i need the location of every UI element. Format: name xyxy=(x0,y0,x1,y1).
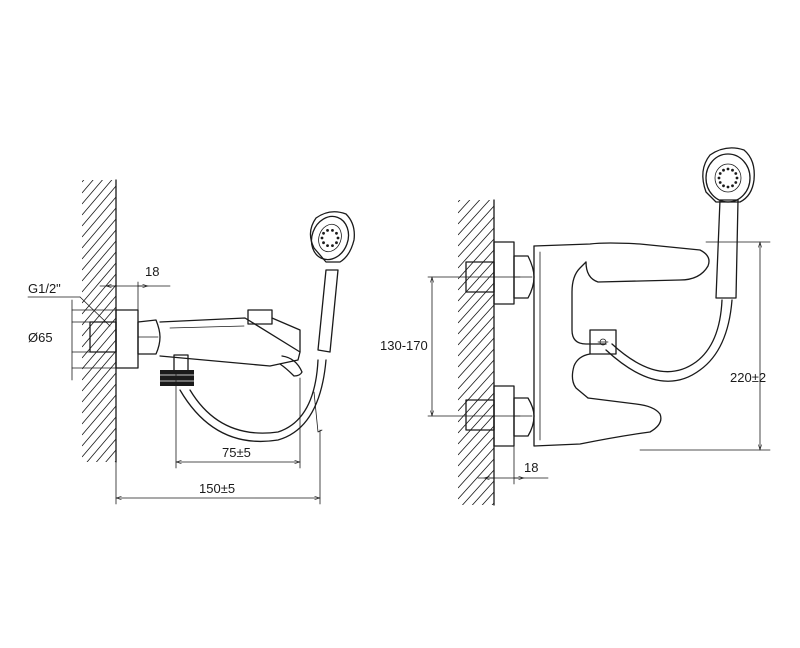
eccentric-connector xyxy=(89,309,161,369)
dim-spout: 75±5 xyxy=(175,371,301,469)
hand-shower-front xyxy=(702,147,755,299)
spout-nozzle xyxy=(160,370,194,386)
dim-height: 220±2 xyxy=(639,241,771,451)
label-offset-front: 18 xyxy=(524,460,538,475)
upper-connector xyxy=(465,241,535,305)
label-offset-side: 18 xyxy=(145,264,159,279)
shower-hose-side xyxy=(179,359,327,443)
dim-total-side: 150±5 xyxy=(115,429,321,505)
dim-thread: G1/2" xyxy=(27,281,111,327)
dim-offset-side: 18 xyxy=(99,264,171,311)
mixer-body-side xyxy=(159,309,303,377)
label-total-side: 150±5 xyxy=(199,481,235,496)
mixer-body-front xyxy=(533,242,710,447)
side-view: G1/2" Ø65 18 75±5 xyxy=(27,179,355,505)
label-diameter: Ø65 xyxy=(28,330,53,345)
label-spout: 75±5 xyxy=(222,445,251,460)
hand-shower-side xyxy=(309,211,355,353)
dim-diameter: Ø65 xyxy=(28,299,117,381)
wall-hatching-front xyxy=(458,199,495,506)
dim-centers: 130-170 xyxy=(380,276,521,417)
dim-offset-front: 18 xyxy=(477,445,549,485)
label-height: 220±2 xyxy=(730,370,766,385)
shower-hose-front xyxy=(605,299,733,382)
label-centers: 130-170 xyxy=(380,338,428,353)
label-thread: G1/2" xyxy=(28,281,61,296)
front-view: 130-170 220±2 18 xyxy=(380,147,771,506)
wall-hatching-side xyxy=(82,179,117,463)
